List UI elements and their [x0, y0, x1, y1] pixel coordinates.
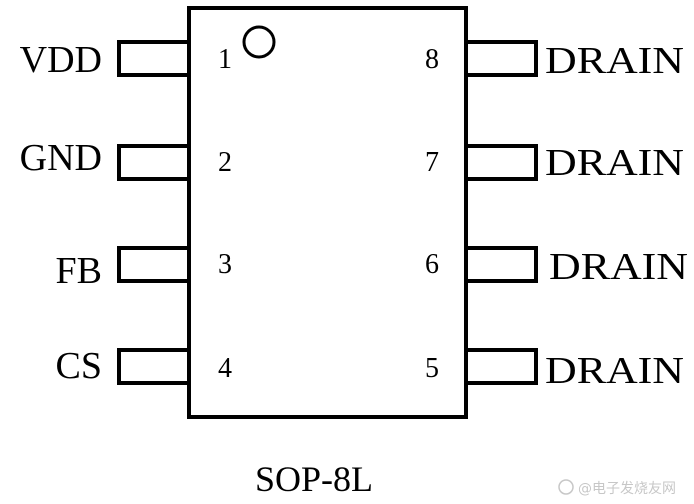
chip-body	[187, 6, 468, 419]
pin-4-lead	[117, 348, 191, 385]
pin-4-number: 4	[218, 353, 232, 384]
watermark: @电子发烧友网	[558, 479, 676, 497]
pin-8-name: DRAIN	[545, 40, 684, 82]
pin-1-lead	[117, 40, 191, 77]
pin-3-lead	[117, 246, 191, 283]
pin-7-name: DRAIN	[545, 142, 684, 184]
pin-8-lead	[464, 40, 538, 77]
pin-6-name: DRAIN	[549, 246, 688, 288]
pin-5-name: DRAIN	[545, 350, 684, 392]
pin-5-number: 5	[425, 353, 439, 384]
watermark-text: @电子发烧友网	[578, 481, 676, 497]
pin-2-lead	[117, 144, 191, 181]
pin-1-name: VDD	[20, 39, 102, 81]
pin-7-lead	[464, 144, 538, 181]
pin-8-number: 8	[425, 44, 439, 75]
pin-2-number: 2	[218, 147, 232, 178]
pin-5-lead	[464, 348, 538, 385]
watermark-logo-icon	[558, 479, 574, 495]
pin-2-name: GND	[20, 137, 102, 179]
pin-4-name: CS	[56, 345, 102, 387]
pin1-orientation-dot	[242, 25, 276, 59]
package-label: SOP-8L	[255, 459, 373, 499]
pin-7-number: 7	[425, 147, 439, 178]
pin-1-number: 1	[218, 44, 232, 75]
pin-3-name: FB	[56, 250, 102, 292]
pin-6-number: 6	[425, 249, 439, 280]
pin-6-lead	[464, 246, 538, 283]
pin-3-number: 3	[218, 249, 232, 280]
